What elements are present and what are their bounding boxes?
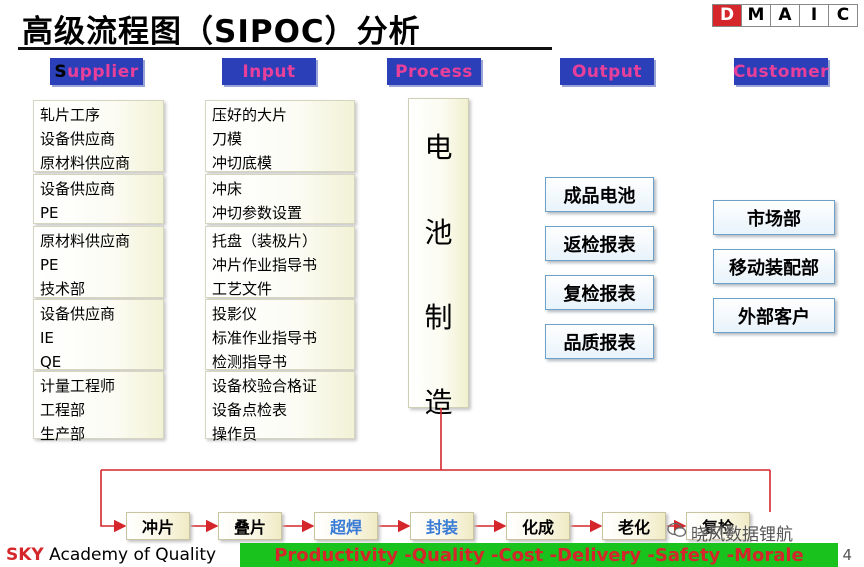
supplier-item: IE	[40, 329, 54, 347]
watermark-text: 晓风数据锂航	[691, 525, 793, 545]
footer-academy: Academy of Quality	[43, 545, 217, 565]
customer-box: 移动装配部	[713, 249, 835, 284]
process-step: 超焊	[314, 512, 378, 540]
input-item: 冲切底模	[212, 154, 273, 172]
supplier-card: 设备供应商 PE	[33, 174, 164, 224]
supplier-item: QE	[40, 353, 62, 371]
output-box: 返检报表	[545, 226, 654, 261]
header-supplier-initial: S	[54, 61, 68, 82]
input-card: 冲床 冲切参数设置	[205, 174, 355, 224]
input-item: 工艺文件	[212, 280, 273, 298]
header-customer: Customer	[733, 58, 829, 85]
supplier-item: 设备供应商	[40, 180, 116, 198]
header-supplier-rest: upplier	[67, 61, 139, 82]
chat-icon	[667, 522, 687, 543]
dmaic-indicator: D M A I C	[712, 4, 858, 27]
input-item: 设备点检表	[212, 401, 288, 419]
supplier-item: 原材料供应商	[40, 232, 131, 250]
page-title: 高级流程图（SIPOC）分析	[22, 14, 421, 50]
input-card: 托盘（装极片） 冲片作业指导书 工艺文件	[205, 226, 355, 298]
supplier-item: 轧片工序	[40, 106, 101, 124]
input-item: 刀模	[212, 130, 243, 148]
customer-box: 外部客户	[713, 298, 835, 333]
supplier-card: 轧片工序 设备供应商 原材料供应商	[33, 100, 164, 172]
supplier-item: PE	[40, 204, 59, 222]
dmaic-c: C	[829, 5, 857, 26]
header-output: Output	[560, 58, 654, 85]
title-underline	[18, 47, 552, 50]
process-char: 造	[424, 386, 453, 419]
input-card: 设备校验合格证 设备点检表 操作员	[205, 371, 355, 443]
process-char: 池	[424, 216, 453, 249]
input-item: 冲切参数设置	[212, 204, 303, 222]
input-card: 投影仪 标准作业指导书 检测指导书	[205, 299, 355, 371]
watermark: 晓风数据锂航	[667, 520, 793, 545]
supplier-card: 原材料供应商 PE 技术部	[33, 226, 164, 298]
dmaic-a: A	[771, 5, 800, 26]
dmaic-i: I	[800, 5, 829, 26]
footer-sky: SKY	[6, 545, 44, 565]
supplier-item: PE	[40, 256, 59, 274]
input-item: 冲片作业指导书	[212, 256, 318, 274]
output-box: 成品电池	[545, 177, 654, 212]
process-char: 电	[424, 131, 453, 164]
input-item: 压好的大片	[212, 106, 288, 124]
supplier-item: 计量工程师	[40, 377, 116, 395]
footer-slogan: Productivity -Quality -Cost -Delivery -S…	[240, 543, 838, 567]
process-box: 电 池 制 造	[408, 98, 469, 419]
supplier-item: 工程部	[40, 401, 86, 419]
supplier-item: 设备供应商	[40, 305, 116, 323]
supplier-card: 设备供应商 IE QE	[33, 299, 164, 371]
process-step: 老化	[602, 512, 666, 540]
input-item: 设备校验合格证	[212, 377, 318, 395]
supplier-card: 计量工程师 工程部 生产部	[33, 371, 164, 443]
process-step: 复检	[686, 512, 750, 540]
input-item: 冲床	[212, 180, 243, 198]
header-process: Process	[387, 58, 481, 85]
header-input: Input	[222, 58, 316, 85]
process-char: 制	[424, 301, 453, 334]
supplier-item: 技术部	[40, 280, 86, 298]
input-item: 投影仪	[212, 305, 258, 323]
output-box: 复检报表	[545, 275, 654, 310]
footer-brand: SKY Academy of Quality	[6, 545, 216, 565]
input-item: 标准作业指导书	[212, 329, 318, 347]
input-item: 托盘（装极片）	[212, 232, 318, 250]
dmaic-m: M	[742, 5, 771, 26]
input-item: 检测指导书	[212, 353, 288, 371]
supplier-item: 设备供应商	[40, 130, 116, 148]
flow-left-branch	[100, 470, 127, 533]
process-step: 化成	[506, 512, 570, 540]
process-step: 封装	[410, 512, 474, 540]
process-step: 叠片	[218, 512, 282, 540]
dmaic-d: D	[713, 5, 742, 26]
supplier-item: 生产部	[40, 425, 86, 443]
input-card: 压好的大片 刀模 冲切底模	[205, 100, 355, 172]
input-item: 操作员	[212, 425, 258, 443]
supplier-item: 原材料供应商	[40, 154, 131, 172]
output-box: 品质报表	[545, 324, 654, 359]
process-step: 冲片	[126, 512, 190, 540]
page-number: 4	[842, 546, 852, 564]
customer-box: 市场部	[713, 200, 835, 235]
